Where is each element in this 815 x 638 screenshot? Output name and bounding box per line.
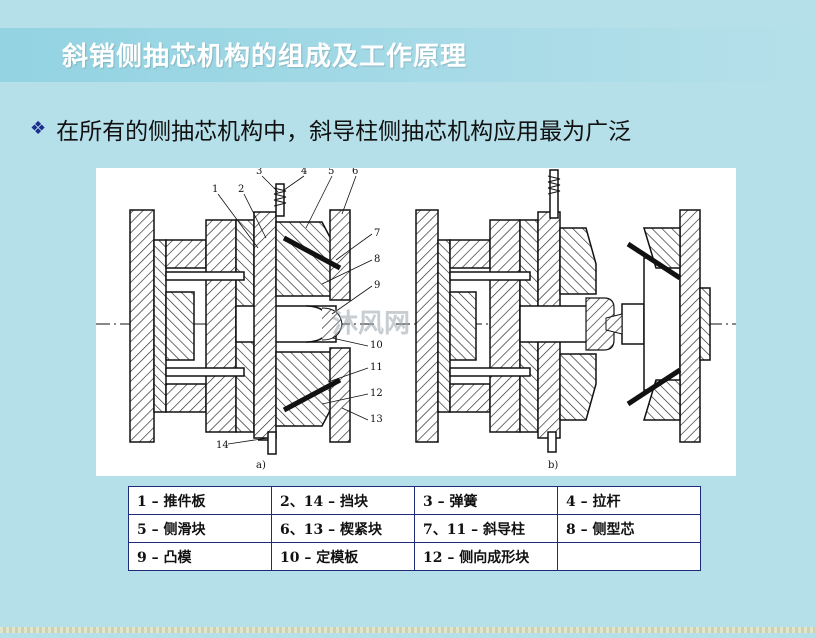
bullet-text: 在所有的侧抽芯机构中，斜导柱侧抽芯机构应用最为广泛	[56, 119, 632, 145]
callout-11: 11	[370, 362, 383, 373]
parts-legend-table: 1 – 推件板 2、14 – 挡块 3 – 弹簧 4 – 拉杆 5 – 侧滑块 …	[128, 486, 701, 571]
legend-cell: 2、14 – 挡块	[271, 486, 415, 515]
legend-cell: 8 – 侧型芯	[557, 514, 701, 543]
legend-cell: 5 – 侧滑块	[128, 514, 272, 543]
view-a	[96, 183, 376, 455]
leader-lines-a	[217, 175, 373, 445]
callout-4: 4	[301, 168, 307, 177]
watermark: 沐风网	[332, 309, 410, 339]
legend-row: 1 – 推件板 2、14 – 挡块 3 – 弹簧 4 – 拉杆	[128, 486, 701, 515]
bullet-item: ❖ 在所有的侧抽芯机构中，斜导柱侧抽芯机构应用最为广泛	[30, 112, 631, 146]
callout-7: 7	[374, 228, 380, 239]
slide-title: 斜销侧抽芯机构的组成及工作原理	[62, 42, 468, 72]
watermark-text: 沐风网	[332, 309, 410, 339]
title-band	[0, 28, 815, 82]
legend-row: 9 – 凸模 10 – 定模板 12 – 侧向成形块	[128, 542, 701, 571]
callout-12: 12	[370, 388, 383, 399]
legend-cell: 10 – 定模板	[271, 542, 415, 571]
legend-cell: 4 – 拉杆	[557, 486, 701, 515]
callout-13: 13	[370, 414, 383, 425]
legend-cell: 3 – 弹簧	[414, 486, 558, 515]
legend-cell: 1 – 推件板	[128, 486, 272, 515]
diamond-bullet-icon: ❖	[30, 118, 47, 139]
callouts-a: 1 2 3 4 5 6 7 8 9 10 11 12 13 14 a)	[212, 168, 383, 471]
callout-8: 8	[374, 254, 380, 265]
legend-cell: 9 – 凸模	[128, 542, 272, 571]
bottom-rule	[0, 627, 815, 633]
sub-label-a: a)	[256, 460, 266, 471]
callout-2: 2	[238, 184, 244, 195]
legend-cell: 7、11 – 斜导柱	[414, 514, 558, 543]
sub-label-b: b)	[548, 460, 558, 471]
legend-cell: 6、13 – 楔紧块	[271, 514, 415, 543]
view-b	[396, 169, 736, 453]
callout-9: 9	[374, 280, 380, 291]
callout-14: 14	[216, 440, 229, 451]
callout-3: 3	[256, 168, 262, 177]
legend-cell	[557, 542, 701, 571]
callout-6: 6	[352, 168, 358, 177]
legend-cell: 12 – 侧向成形块	[414, 542, 558, 571]
callout-5: 5	[328, 168, 334, 177]
callout-10: 10	[370, 340, 383, 351]
mold-diagram: 1 2 3 4 5 6 7 8 9 10 11 12 13 14 a)	[96, 168, 736, 476]
legend-row: 5 – 侧滑块 6、13 – 楔紧块 7、11 – 斜导柱 8 – 侧型芯	[128, 514, 701, 543]
callout-1: 1	[212, 184, 218, 195]
